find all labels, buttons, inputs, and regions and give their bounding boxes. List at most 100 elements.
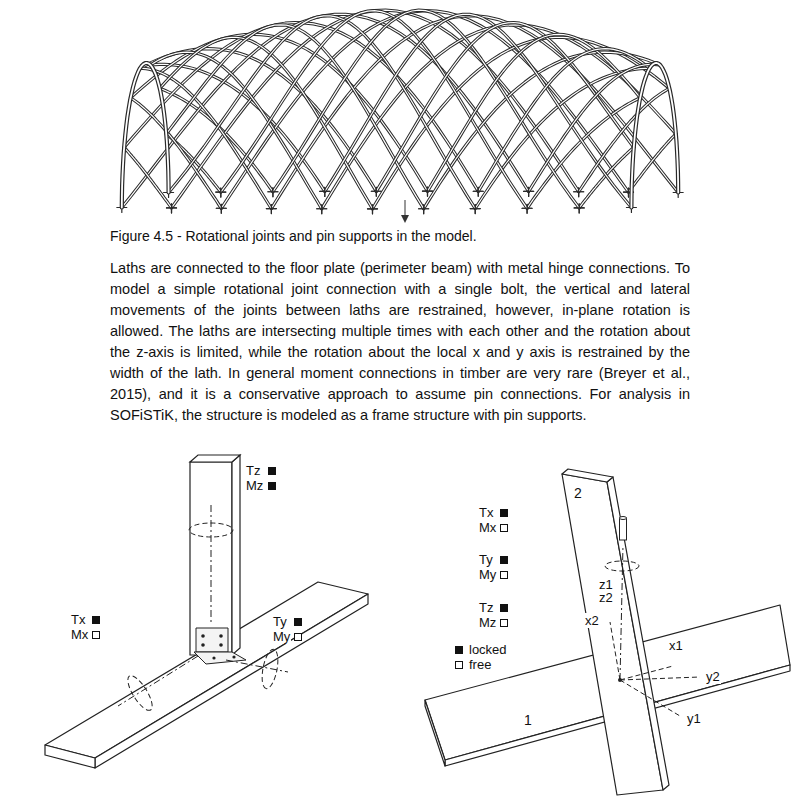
free-mark (501, 620, 508, 627)
pin-support (368, 205, 378, 214)
locked-mark (500, 556, 508, 564)
axis-label: Mx (478, 520, 497, 535)
lath-core (160, 37, 373, 208)
hinge-flange (194, 652, 246, 664)
pin-support (574, 188, 584, 197)
lath (428, 34, 641, 191)
axis-label: Tx (478, 505, 494, 520)
hinge-plate (196, 628, 228, 652)
free-mark (93, 632, 100, 639)
legend-text: free (468, 657, 492, 672)
body-text: Laths are connected to the floor plate (… (110, 258, 690, 426)
pin-support (371, 187, 381, 196)
rotation-ring (605, 561, 639, 571)
load-arrow (405, 200, 406, 217)
locked-mark (268, 467, 276, 475)
lath-core (478, 49, 649, 192)
lath (322, 25, 676, 209)
axis-label: Tz (245, 463, 261, 478)
part-number: 1 (523, 712, 533, 728)
lath-core (166, 25, 423, 209)
legend-swatch (455, 646, 463, 654)
lath-top (190, 455, 240, 462)
locked-mark (500, 604, 508, 612)
end-arch-core (631, 63, 678, 208)
pin-support (574, 204, 584, 213)
locked-mark (92, 616, 100, 624)
gridshell (117, 10, 683, 214)
pin-support (268, 188, 278, 197)
joint-point (618, 678, 622, 682)
end-arch (631, 63, 678, 208)
lath-core (527, 98, 640, 209)
lath-1-end (425, 700, 445, 766)
axis-label: Tx (70, 612, 86, 627)
y2-axis (620, 677, 700, 680)
load-arrow-head (401, 215, 409, 223)
pin-support (317, 205, 327, 214)
pin-support (167, 204, 177, 213)
lath-2-end (562, 469, 613, 482)
lath-core (579, 88, 670, 191)
pin-support (419, 205, 429, 214)
lath (190, 462, 232, 655)
end-arch-core (122, 63, 169, 208)
lath-core (428, 34, 641, 191)
axis-label: Mz (478, 615, 497, 630)
pin-support (317, 205, 327, 214)
lath-side (232, 455, 240, 655)
bolt-hole (219, 634, 223, 638)
rotation-ring (123, 672, 156, 713)
lath-2-side (607, 477, 669, 790)
lath (529, 64, 660, 191)
rotation-ring (189, 523, 233, 537)
locked-mark (268, 482, 276, 490)
lath-2 (562, 474, 663, 795)
lath (160, 37, 373, 208)
axis-label: My (478, 567, 497, 582)
locked-mark (294, 618, 302, 626)
x-axis (118, 656, 198, 706)
y-axis (226, 660, 288, 672)
lath (478, 49, 649, 192)
z-axis (620, 545, 623, 680)
lath-core (124, 147, 171, 208)
pin-support (216, 188, 226, 197)
legend-swatch (455, 661, 463, 669)
part-number: 2 (573, 485, 583, 501)
pin-support (473, 187, 483, 196)
lath (124, 147, 171, 208)
pin-support (216, 204, 226, 213)
pin-support (320, 187, 330, 196)
free-mark (295, 634, 302, 641)
lath (579, 88, 670, 191)
x2-axis (610, 622, 620, 680)
pin-support (470, 205, 480, 214)
axis-label: Mz (245, 478, 264, 493)
x1-axis (620, 666, 673, 680)
pin-support (419, 205, 429, 214)
axis-label: Mx (70, 627, 89, 642)
y1-axis (620, 680, 680, 716)
locked-mark (500, 509, 508, 517)
axis-label: x2 (584, 613, 600, 628)
free-mark (501, 572, 508, 579)
axis-label: z2 (598, 590, 614, 605)
lath-core (529, 64, 660, 191)
axis-label: y1 (686, 711, 702, 726)
free-mark (501, 525, 508, 532)
floor-plate-end (45, 745, 95, 768)
bolt (620, 518, 627, 540)
axis-label: y2 (705, 669, 721, 684)
axis-label: Ty (272, 614, 288, 629)
figure-caption: Figure 4.5 - Rotational joints and pin s… (110, 228, 477, 245)
legend-text: locked (468, 642, 508, 657)
bolt-hole (212, 656, 215, 659)
pin-support (524, 187, 534, 196)
pin-support (368, 205, 378, 214)
bolt-hole (201, 643, 205, 647)
pin-support (423, 187, 433, 196)
bolt-hole (201, 634, 205, 638)
axis-label: My (272, 629, 291, 644)
